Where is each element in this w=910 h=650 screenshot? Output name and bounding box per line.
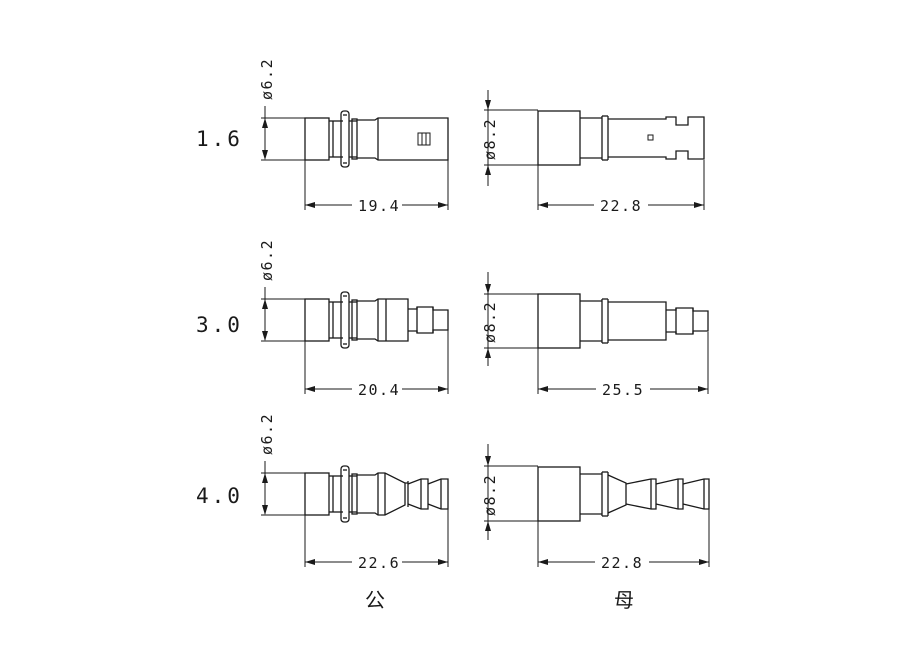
male-connector-row-3: [304, 465, 449, 523]
male-diameter-dimension-row-1: ø6.2: [258, 58, 305, 161]
female-diameter-dimension-row-1: ø8.2: [481, 90, 538, 186]
female-connector-row-2: [537, 293, 709, 349]
male-diameter-label-row-2: ø6.2: [258, 239, 276, 281]
female-diameter-label-row-3: ø8.2: [481, 474, 499, 516]
male-length-dimension-row-3: 22.6: [304, 505, 449, 572]
male-length-label-row-1: 19.4: [358, 197, 400, 215]
female-diameter-label-row-1: ø8.2: [481, 118, 499, 160]
male-connector-row-1: [304, 110, 449, 168]
female-length-label-row-1: 22.8: [600, 197, 642, 215]
male-diameter-label-row-3: ø6.2: [258, 413, 276, 455]
male-length-dimension-row-1: 19.4: [304, 160, 449, 215]
female-connector-row-3: [537, 466, 710, 522]
male-connector-row-2: [304, 291, 449, 349]
male-diameter-dimension-row-2: ø6.2: [258, 239, 305, 342]
row-2: 3.0 ø6.2 20.4: [196, 239, 709, 399]
female-diameter-label-row-2: ø8.2: [481, 301, 499, 343]
female-connector-row-1: [537, 110, 705, 166]
female-length-label-row-3: 22.8: [601, 554, 643, 572]
male-diameter-dimension-row-3: ø6.2: [258, 413, 305, 516]
male-column-label: 公: [365, 588, 385, 612]
size-label-row-1: 1.6: [196, 127, 243, 151]
female-length-dimension-row-3: 22.8: [537, 505, 710, 572]
female-diameter-dimension-row-3: ø8.2: [481, 444, 538, 540]
female-length-label-row-2: 25.5: [602, 381, 644, 399]
male-length-dimension-row-2: 20.4: [304, 330, 449, 399]
female-length-dimension-row-2: 25.5: [537, 332, 709, 399]
size-label-row-2: 3.0: [196, 313, 243, 337]
male-length-label-row-3: 22.6: [358, 554, 400, 572]
male-length-label-row-2: 20.4: [358, 381, 400, 399]
female-column-label: 母: [614, 588, 634, 612]
row-3: 4.0 ø6.2 22.6: [196, 413, 710, 572]
female-diameter-dimension-row-2: ø8.2: [481, 272, 538, 366]
male-diameter-label-row-1: ø6.2: [258, 58, 276, 100]
row-1: 1.6 ø6.2 19.4: [196, 58, 705, 215]
female-length-dimension-row-1: 22.8: [537, 160, 705, 215]
size-label-row-3: 4.0: [196, 484, 243, 508]
